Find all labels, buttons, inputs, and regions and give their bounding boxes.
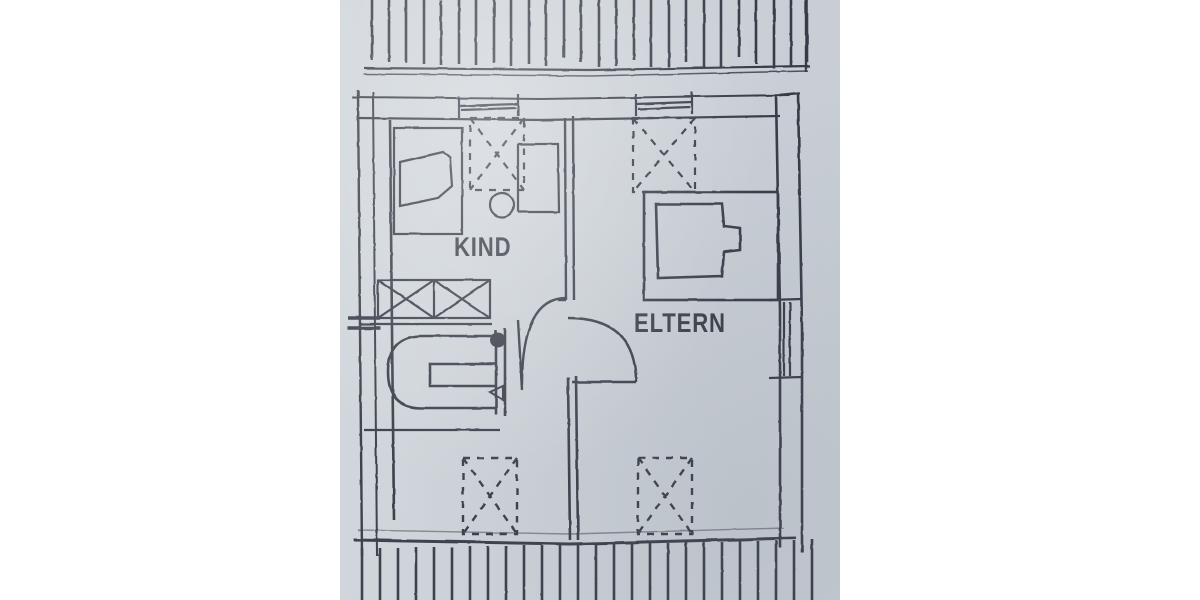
furniture-counter-kind	[386, 328, 507, 416]
wall-kind-left	[388, 119, 396, 521]
scanned-floor-plan-image: KIND ELTERN	[340, 0, 840, 600]
furniture-bed-kind	[392, 126, 464, 236]
radiator-kind-top	[468, 116, 526, 192]
room-label-kind: KIND	[454, 232, 512, 262]
wall-bottom-outer	[353, 536, 797, 546]
room-label-eltern: ELTERN	[634, 308, 726, 338]
window-top-left	[457, 94, 520, 118]
wall-left-outer	[356, 89, 364, 557]
door-kind	[516, 296, 567, 391]
fixture-knob-upper	[490, 332, 506, 348]
wall-right-inner	[774, 95, 782, 548]
door-hall	[567, 316, 638, 384]
furniture-nightstand-kind	[516, 142, 561, 214]
window-top-right	[634, 92, 694, 116]
floor-plan-drawing	[348, 0, 814, 600]
wall-right-outer	[796, 91, 804, 552]
hatching-top	[370, 0, 809, 69]
radiator-kind-bottom	[461, 456, 519, 536]
wall-opening-left	[348, 316, 380, 330]
wall-center-lower	[566, 377, 572, 541]
wall-top-inner	[357, 114, 781, 122]
wall-center-upper	[563, 117, 568, 301]
radiator-eltern-bottom	[636, 456, 694, 536]
radiator-eltern-top	[631, 116, 697, 194]
window-right-wall	[768, 297, 803, 380]
hatching-bottom	[360, 539, 814, 600]
hatching-top-baseline	[363, 64, 811, 72]
wall-left-inner	[372, 91, 378, 557]
furniture-stool-kind	[488, 191, 516, 219]
furniture-bed-eltern	[642, 190, 780, 302]
furniture-wardrobe-kind	[360, 278, 492, 326]
fixture-knob-lower	[487, 384, 504, 402]
wall-top-outer	[351, 94, 791, 101]
